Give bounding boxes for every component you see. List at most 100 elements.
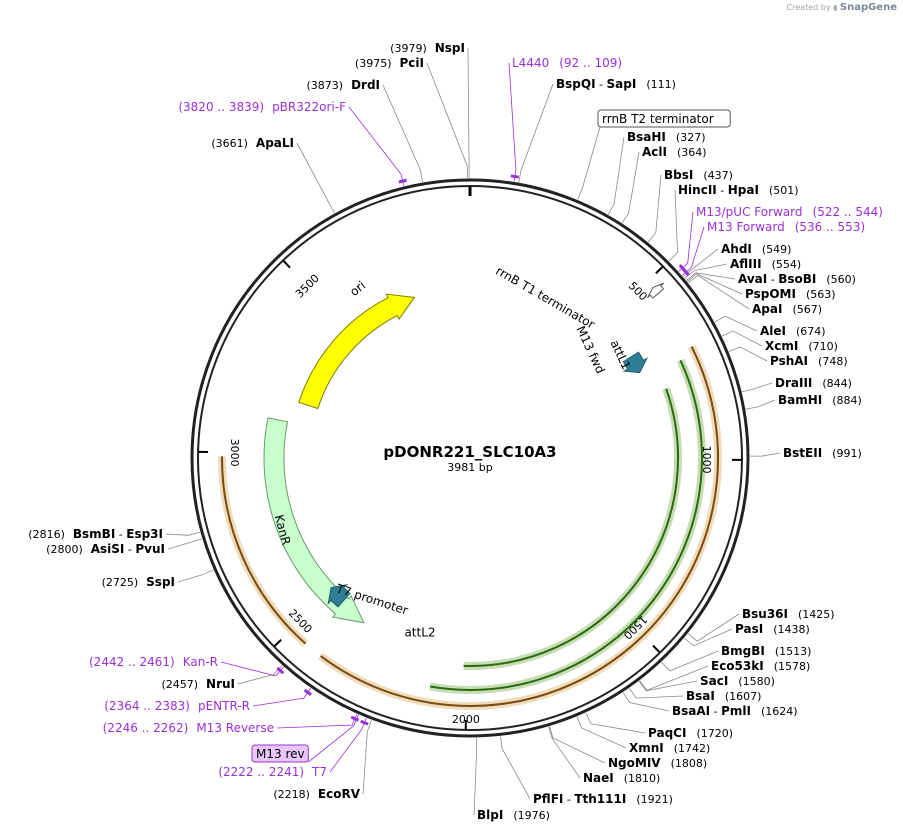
primer-position: (92 .. 109) xyxy=(559,56,622,70)
primer-position: (522 .. 544) xyxy=(813,205,883,219)
feature-label: ori xyxy=(347,278,368,299)
enzyme-name: AsiSI xyxy=(91,542,125,556)
enzyme-name: PaqCI xyxy=(648,726,686,740)
restriction-site: PaqCI (1720) xyxy=(648,726,733,740)
enzyme-name: NruI xyxy=(206,677,235,691)
plasmid-size: 3981 bp xyxy=(447,461,492,474)
leader-line xyxy=(577,126,601,200)
leader-line xyxy=(362,720,372,795)
site-position: (674) xyxy=(796,325,826,338)
label-box xyxy=(251,744,309,763)
primer-name: M13 Reverse xyxy=(196,721,274,735)
leader-line xyxy=(308,714,359,763)
tick-label: 2000 xyxy=(452,713,480,726)
snapgene-logo-icon: ◖ xyxy=(833,3,838,12)
site-position: (2816) xyxy=(28,528,65,541)
leader-line xyxy=(576,716,627,749)
primer-site: (3820 .. 3839)pBR322ori-F xyxy=(178,100,346,114)
site-position: (501) xyxy=(769,184,799,197)
site-position: (991) xyxy=(832,447,862,460)
primer-name: Kan-R xyxy=(183,655,218,669)
restriction-site: (3661)ApaLI xyxy=(211,136,294,150)
feature-arrow xyxy=(622,351,649,374)
site-position: (567) xyxy=(792,303,822,316)
leader-line xyxy=(549,726,606,764)
enzyme-name: BstEII xyxy=(783,446,822,460)
leader-line xyxy=(607,136,625,215)
site-position: (1624) xyxy=(761,705,798,718)
site-position: (563) xyxy=(806,288,836,301)
enzyme-name: NspI xyxy=(435,41,465,55)
primer-position: (2442 .. 2461) xyxy=(89,655,175,669)
enzyme-name: AleI xyxy=(760,324,786,338)
enzyme-name: SspI xyxy=(146,575,175,589)
enzyme-name: AvaI xyxy=(738,272,767,286)
leader-line xyxy=(684,263,728,279)
restriction-site: BamHI(884) xyxy=(778,393,862,407)
enzyme-name: BlpI xyxy=(477,808,503,822)
site-position: (1976) xyxy=(513,809,550,822)
restriction-site: AhdI(549) xyxy=(721,242,791,256)
orf-layer xyxy=(218,344,722,710)
primer-position: (2222 .. 2241) xyxy=(218,765,304,779)
enzyme-name: Esp3I xyxy=(126,527,163,541)
enzyme-name: Eco53kI xyxy=(711,659,764,673)
leader-line xyxy=(728,346,768,362)
leader-line xyxy=(252,688,312,707)
leader-line xyxy=(647,174,662,243)
restriction-site: BsaAI - PmlI(1624) xyxy=(672,704,798,718)
leader-line xyxy=(165,531,201,536)
leader-line xyxy=(661,650,719,672)
restriction-site: PflFI - Tth111I(1921) xyxy=(533,792,673,806)
restriction-site: AvaI - BsoBI(560) xyxy=(738,272,856,286)
feature-label: rrnB T1 terminator xyxy=(493,264,597,332)
primer-position: (2364 .. 2383) xyxy=(104,699,190,713)
enzyme-name: Tth111I xyxy=(574,792,626,806)
primer-name: T7 xyxy=(311,765,327,779)
tick-mark xyxy=(652,644,661,654)
enzyme-name: BmgBI xyxy=(721,644,765,658)
enzyme-separator: - xyxy=(124,543,135,556)
enzyme-separator: - xyxy=(710,705,721,718)
credit-prefix: Created by xyxy=(786,3,831,12)
leader-line xyxy=(167,538,203,550)
enzyme-name: BspQI xyxy=(556,77,596,91)
restriction-site: ApaI (567) xyxy=(752,302,822,316)
leader-line xyxy=(684,628,733,647)
restriction-site: (2725)SspI xyxy=(102,575,175,589)
enzyme-name: BsaHI xyxy=(627,130,666,144)
enzyme-name: HincII xyxy=(678,183,717,197)
restriction-site: (2457)NruI xyxy=(161,677,235,691)
leader-line xyxy=(687,273,743,295)
enzyme-name: BsaI xyxy=(686,689,715,703)
restriction-site: BspQI - SapI(111) xyxy=(556,77,676,91)
restriction-site: AleI (674) xyxy=(760,324,826,338)
site-position: (1921) xyxy=(636,793,673,806)
primer-name: pENTR-R xyxy=(198,699,250,713)
restriction-site: (3979)NspI xyxy=(390,41,465,55)
restriction-site: DraIII(844) xyxy=(775,376,852,390)
restriction-site: BmgBI(1513) xyxy=(721,644,811,658)
site-position: (710) xyxy=(808,340,838,353)
leader-line xyxy=(220,661,284,677)
site-position: (1742) xyxy=(674,742,711,755)
tick-mark xyxy=(655,265,664,275)
enzyme-name: XcmI xyxy=(765,339,798,353)
enzyme-name: NgoMIV xyxy=(608,756,661,770)
site-position: (1720) xyxy=(696,727,733,740)
enzyme-name: BsoBI xyxy=(778,272,816,286)
enzyme-name: PasI xyxy=(735,622,763,636)
site-position: (2218) xyxy=(273,788,310,801)
enzyme-name: SapI xyxy=(607,77,637,91)
enzyme-name: ApaI xyxy=(752,302,782,316)
restriction-site: (3873)DrdI xyxy=(306,78,380,92)
restriction-site: AclI(364) xyxy=(642,145,707,159)
restriction-site: BlpI (1976) xyxy=(477,808,550,822)
enzyme-separator: - xyxy=(717,184,728,197)
primer-site: L4440(92 .. 109) xyxy=(512,56,622,70)
site-position: (1438) xyxy=(773,623,810,636)
leader-line xyxy=(426,62,468,179)
enzyme-name: DrdI xyxy=(351,78,380,92)
enzyme-name: PmlI xyxy=(721,704,751,718)
leader-line xyxy=(348,106,405,187)
